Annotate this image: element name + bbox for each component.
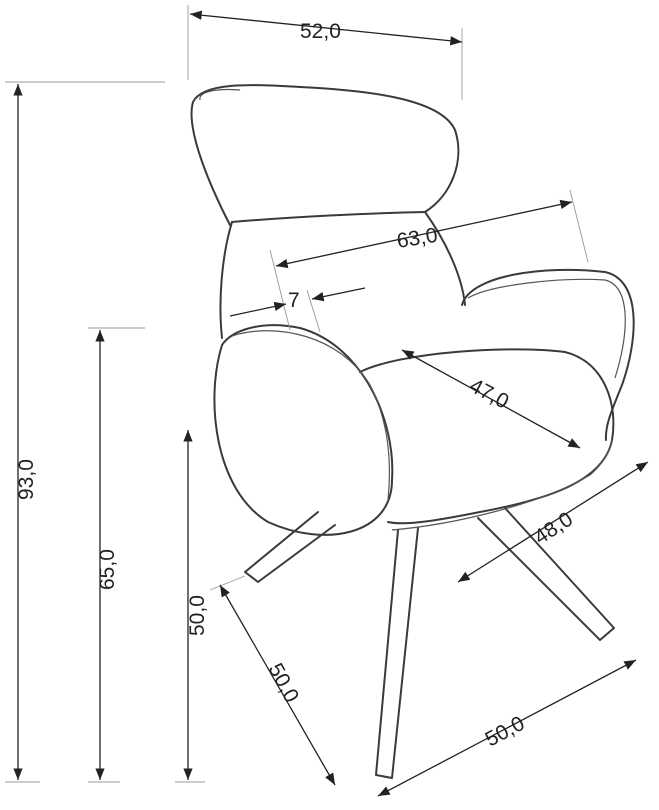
back-left-leg (244, 511, 336, 583)
label-arm-span: 63,0 (395, 224, 439, 253)
label-width-top: 52,0 (300, 20, 341, 43)
backrest (190, 84, 460, 226)
label-total-height: 93,0 (15, 459, 38, 500)
label-seat-height: 50,0 (186, 595, 209, 636)
front-left-leg (375, 527, 419, 779)
dimension-labels: 52,0 93,0 65,0 50,0 63,0 7 47,0 48,0 50,… (15, 20, 577, 751)
label-base-depth: 50,0 (264, 660, 303, 707)
right-armrest (461, 268, 635, 441)
left-armrest (213, 324, 394, 536)
label-armrest-height: 65,0 (96, 549, 119, 590)
label-base-width: 50,0 (482, 712, 529, 751)
chair-outline (190, 84, 635, 779)
seat (359, 348, 615, 525)
dimension-lines (5, 5, 649, 797)
label-arm-width: 7 (288, 289, 300, 312)
